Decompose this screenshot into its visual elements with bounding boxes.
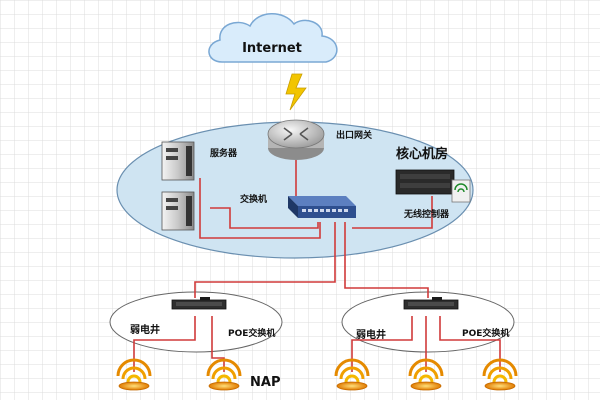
server-icon-2 bbox=[161, 191, 195, 231]
access-point-label: NAP bbox=[250, 375, 280, 390]
network-links bbox=[133, 160, 501, 372]
poe-switch-icon-1 bbox=[171, 297, 227, 310]
gateway-router-icon bbox=[267, 119, 325, 160]
gateway-label: 出口网关 bbox=[336, 129, 372, 141]
server-icon-1 bbox=[161, 141, 195, 181]
link-switch-controller bbox=[352, 196, 433, 229]
poe-switch-icon-2 bbox=[403, 297, 459, 310]
server-label: 服务器 bbox=[210, 147, 238, 159]
internet-cloud: Internet bbox=[208, 13, 338, 63]
link-well2-ap5 bbox=[439, 316, 501, 372]
poe-switch-label-1: POE交换机 bbox=[228, 327, 275, 339]
link-server-1 bbox=[199, 178, 321, 239]
link-switch-well-2 bbox=[344, 222, 429, 298]
link-server-2 bbox=[210, 207, 319, 229]
switch-label: 交换机 bbox=[240, 193, 267, 205]
weak-current-well-label-1: 弱电井 bbox=[130, 323, 160, 336]
lightning-bolt-icon bbox=[285, 73, 307, 111]
wireless-controller-icon bbox=[395, 169, 471, 203]
weak-current-well-label-2: 弱电井 bbox=[356, 328, 386, 341]
internet-label: Internet bbox=[242, 41, 302, 56]
weak-current-well-zone-1 bbox=[109, 291, 283, 353]
link-well1-ap2 bbox=[211, 316, 225, 372]
link-well2-ap3 bbox=[351, 316, 413, 372]
poe-switch-label-2: POE交换机 bbox=[462, 327, 509, 339]
link-well1-ap1 bbox=[133, 316, 196, 372]
wireless-controller-label: 无线控制器 bbox=[403, 208, 450, 220]
core-switch-icon bbox=[288, 196, 356, 218]
link-switch-well-1 bbox=[194, 222, 336, 298]
core-room-label: 核心机房 bbox=[396, 146, 448, 162]
